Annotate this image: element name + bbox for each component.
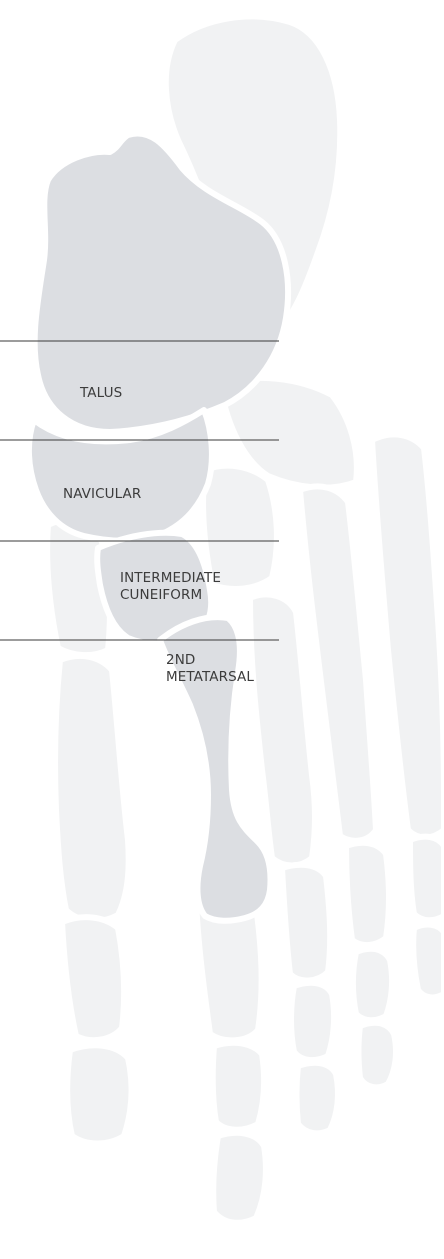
talus-label: TALUS bbox=[80, 385, 122, 402]
navicular-label: NAVICULAR bbox=[63, 486, 141, 503]
fifth-toe-proximal-phalanx bbox=[410, 837, 444, 921]
hallux-distal-phalanx bbox=[67, 1045, 131, 1143]
fourth-toe-distal-phalanx bbox=[359, 1023, 397, 1088]
second-metatarsal-label: 2ND METATARSAL bbox=[166, 652, 254, 686]
fifth-metatarsal-bone bbox=[372, 434, 444, 837]
fifth-toe-distal-phalanx bbox=[413, 925, 444, 998]
third-toe-distal-phalanx bbox=[297, 1063, 339, 1134]
intermediate-cuneiform-label: INTERMEDIATE CUNEIFORM bbox=[120, 570, 221, 604]
second-toe-distal-phalanx bbox=[213, 1133, 266, 1223]
third-metatarsal-bone bbox=[250, 594, 315, 865]
fourth-toe-middle-phalanx bbox=[353, 949, 392, 1021]
hallux-proximal-phalanx bbox=[62, 917, 124, 1040]
third-toe-middle-phalanx bbox=[291, 983, 334, 1060]
first-metatarsal-bone bbox=[55, 656, 129, 921]
fourth-toe-proximal-phalanx bbox=[346, 843, 389, 945]
second-toe-middle-phalanx bbox=[213, 1043, 264, 1130]
third-toe-proximal-phalanx bbox=[282, 865, 330, 981]
